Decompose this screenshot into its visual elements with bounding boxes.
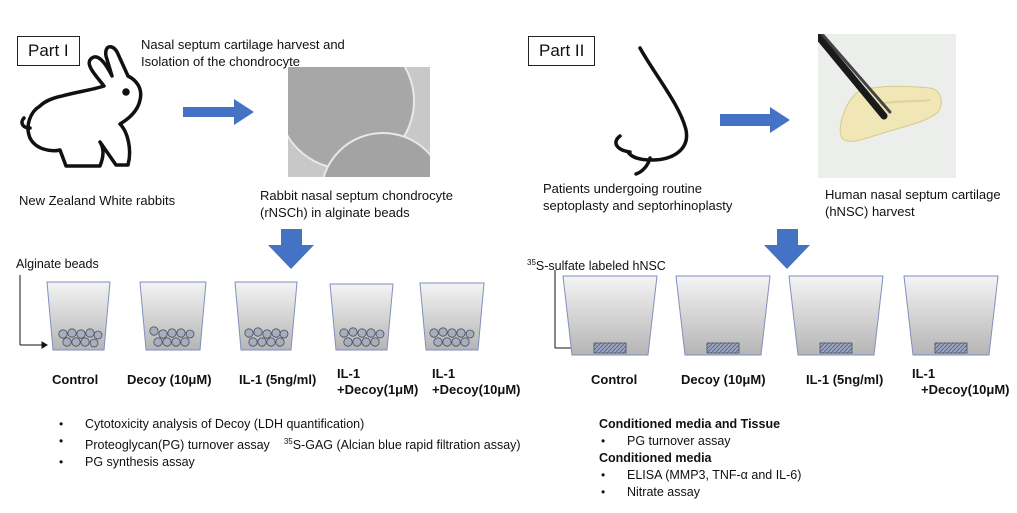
chondrocyte-label-line-2: (rNSCh) in alginate beads bbox=[260, 205, 410, 220]
tube-label-7: Decoy (10μM) bbox=[681, 372, 766, 387]
cartilage-photo bbox=[818, 34, 956, 178]
chondrocyte-label: Rabbit nasal septum chondrocyte (rNSCh) … bbox=[260, 187, 453, 221]
tube-label-8: IL-1 (5ng/ml) bbox=[806, 372, 884, 387]
tube-5 bbox=[419, 282, 485, 351]
nose-icon bbox=[614, 46, 689, 176]
tube-label-5: IL-1 +Decoy(10μM) bbox=[432, 366, 521, 398]
assay-item: PG turnover assay bbox=[599, 433, 801, 450]
assay-item: ELISA (MMP3, TNF-α and IL-6) bbox=[599, 467, 801, 484]
labeled-hnsc-header: 35S-sulfate labeled hNSC bbox=[527, 254, 666, 275]
tube-4 bbox=[329, 283, 394, 351]
assay-item: PG synthesis assay bbox=[57, 454, 521, 471]
tube-6 bbox=[562, 275, 658, 356]
tube-label-4-line-1: IL-1 bbox=[337, 366, 361, 381]
tube-label-4-line-2: +Decoy(1μM) bbox=[337, 382, 419, 397]
tube-label-5-line-1: IL-1 bbox=[432, 366, 456, 381]
harvest-label-line-2: Isolation of the chondrocyte bbox=[141, 54, 300, 69]
tube-label-1: Control bbox=[52, 372, 99, 387]
tube-label-9: IL-1 +Decoy(10μM) bbox=[912, 366, 1010, 398]
tube-1 bbox=[46, 281, 111, 351]
tube-7 bbox=[675, 275, 771, 356]
part-2-assays: Conditioned media and Tissue PG turnover… bbox=[599, 416, 801, 501]
group-2-list: ELISA (MMP3, TNF-α and IL-6) Nitrate ass… bbox=[599, 467, 801, 501]
tube-label-3: IL-1 (5ng/ml) bbox=[239, 372, 317, 387]
harvest-label: Nasal septum cartilage harvest and Isola… bbox=[141, 36, 345, 70]
gag-assay-text: S-GAG (Alcian blue rapid filtration assa… bbox=[292, 438, 521, 453]
tube-3 bbox=[234, 281, 298, 351]
down-arrow-icon bbox=[764, 229, 810, 269]
group-1-title: Conditioned media and Tissue bbox=[599, 417, 781, 431]
hnsc-label: Human nasal septum cartilage (hNSC) harv… bbox=[825, 186, 1001, 220]
tube-label-6: Control bbox=[591, 372, 638, 387]
right-arrow-icon bbox=[183, 99, 254, 125]
tube-label-9-line-1: IL-1 bbox=[912, 366, 936, 381]
tube-label-2: Decoy (10μM) bbox=[127, 372, 212, 387]
patients-label-line-1: Patients undergoing routine bbox=[543, 181, 703, 196]
part-2-title: Part II bbox=[528, 36, 596, 66]
rabbit-icon bbox=[20, 45, 143, 168]
harvest-label-line-1: Nasal septum cartilage harvest and bbox=[141, 37, 345, 52]
assay-item: Cytotoxicity analysis of Decoy (LDH quan… bbox=[57, 416, 521, 433]
tube-2 bbox=[139, 281, 207, 351]
isotope-superscript: 35 bbox=[527, 258, 536, 267]
tube-9 bbox=[903, 275, 999, 356]
group-2-title: Conditioned media bbox=[599, 451, 712, 465]
part-1-assay-list: Cytotoxicity analysis of Decoy (LDH quan… bbox=[57, 416, 521, 471]
right-arrow-icon bbox=[720, 107, 790, 133]
assay-item: Nitrate assay bbox=[599, 484, 801, 501]
tube-label-9-line-2: +Decoy(10μM) bbox=[921, 382, 1010, 397]
part-1-title: Part I bbox=[17, 36, 80, 66]
isotope-superscript: 35 bbox=[283, 437, 293, 446]
labeled-hnsc-text: S-sulfate labeled hNSC bbox=[535, 259, 666, 274]
alginate-beads-header: Alginate beads bbox=[16, 257, 99, 271]
assay-item: Proteoglycan(PG) turnover assay 35S-GAG (… bbox=[57, 433, 521, 454]
tube-8 bbox=[788, 275, 884, 356]
hnsc-label-line-1: Human nasal septum cartilage bbox=[825, 187, 1001, 202]
patients-label-line-2: septoplasty and septorhinoplasty bbox=[543, 198, 733, 213]
assay-item-text: Proteoglycan(PG) turnover assay bbox=[85, 438, 270, 453]
patients-label: Patients undergoing routine septoplasty … bbox=[543, 180, 732, 214]
tube-label-4: IL-1 +Decoy(1μM) bbox=[337, 366, 418, 398]
down-arrow-icon bbox=[268, 229, 314, 269]
hnsc-label-line-2: (hNSC) harvest bbox=[825, 204, 915, 219]
group-1-list: PG turnover assay bbox=[599, 433, 801, 450]
rabbit-label: New Zealand White rabbits bbox=[19, 193, 176, 208]
alginate-beads-photo bbox=[288, 67, 430, 177]
chondrocyte-label-line-1: Rabbit nasal septum chondrocyte bbox=[260, 188, 453, 203]
tube-label-5-line-2: +Decoy(10μM) bbox=[432, 382, 521, 397]
axis-bracket bbox=[19, 275, 48, 349]
